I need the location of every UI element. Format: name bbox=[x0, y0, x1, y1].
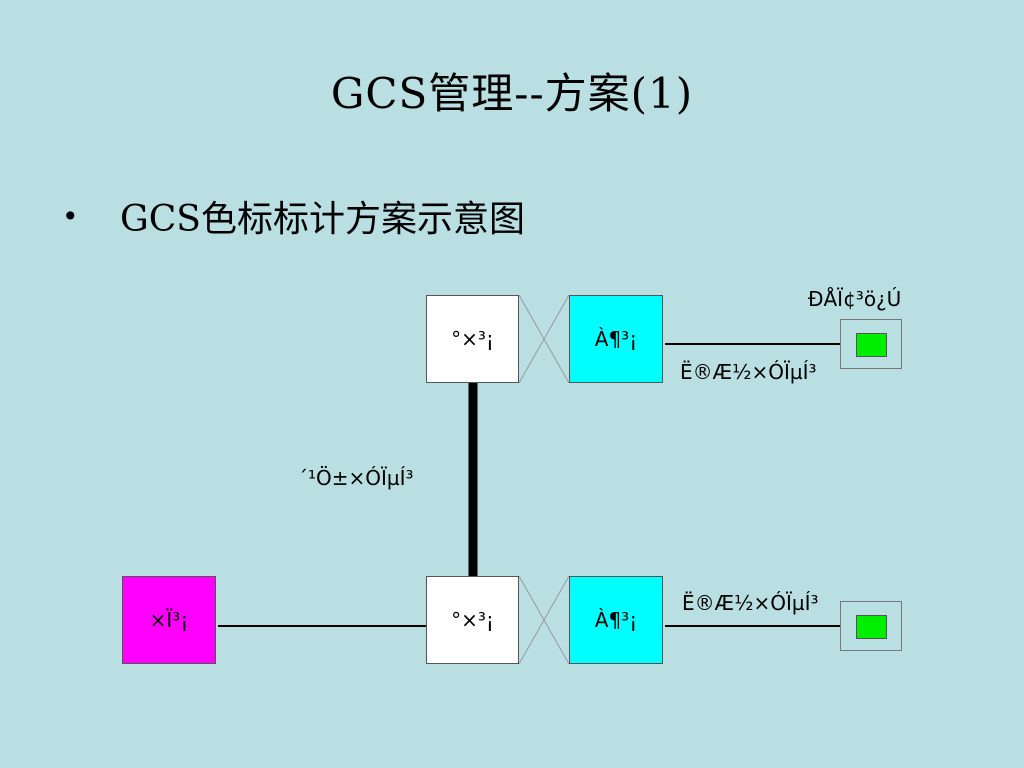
label-top-line: Ë®Æ½×ÓÏµÍ³ bbox=[680, 360, 817, 384]
output-box-top bbox=[840, 319, 902, 369]
green-indicator-bottom bbox=[856, 615, 887, 639]
label-top-right: ÐÅÏ¢³ö¿Ú bbox=[808, 287, 902, 311]
label-vertical: ´¹Ö±×ÓÏµÍ³ bbox=[298, 466, 414, 490]
bottom-cyan-box: À¶³¡ bbox=[569, 576, 663, 664]
top-white-box: °×³¡ bbox=[426, 295, 519, 383]
cross-line-top-2 bbox=[518, 294, 570, 384]
cross-line-bottom-2 bbox=[518, 575, 570, 665]
top-cyan-box: À¶³¡ bbox=[569, 295, 663, 383]
output-box-bottom bbox=[840, 601, 902, 651]
magenta-box: ×Ï³¡ bbox=[122, 576, 216, 664]
slide-title: GCS管理--方案(1) bbox=[330, 69, 694, 118]
label-bottom-line: Ë®Æ½×ÓÏµÍ³ bbox=[682, 591, 819, 615]
bullet-text: GCS色标标计方案示意图 bbox=[120, 199, 525, 240]
bullet-dot-icon: • bbox=[62, 199, 79, 233]
bottom-white-box: °×³¡ bbox=[426, 576, 519, 664]
green-indicator-top bbox=[856, 333, 887, 357]
bullet-item: • GCS色标标计方案示意图 bbox=[62, 190, 525, 242]
